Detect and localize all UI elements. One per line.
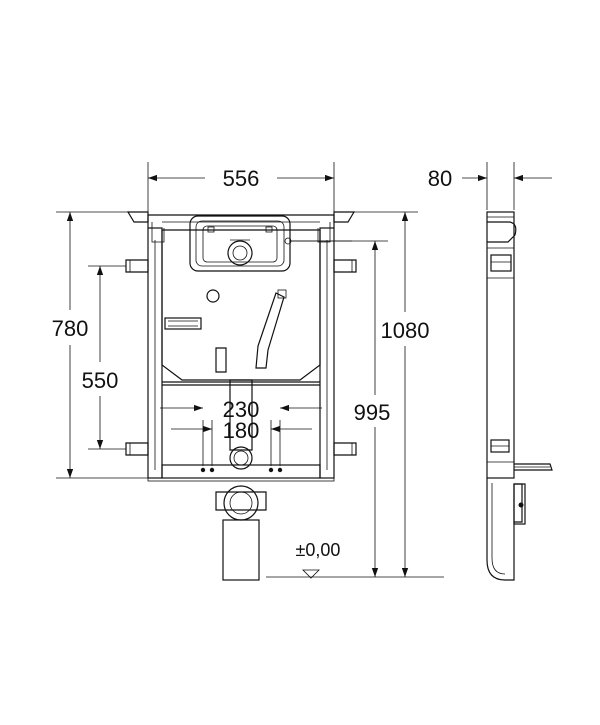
float-rod (255, 292, 285, 369)
dim-frame-height-label: 780 (52, 316, 89, 341)
dim-spacing-outer-label: 230 (223, 397, 260, 422)
dim-total-height-label: 1080 (381, 318, 430, 343)
flush-pipe (229, 379, 253, 451)
water-inlet (206, 289, 220, 303)
right-low-bracket (333, 442, 357, 456)
cistern-body (161, 229, 321, 381)
right-top-bracket (333, 211, 356, 223)
side-body (486, 211, 515, 479)
front-view (125, 211, 357, 581)
flush-plate-opening (189, 215, 291, 272)
left-top-bracket (126, 211, 149, 223)
front-dimensions: 556 780 550 1080 995 230 180 (52, 162, 444, 579)
side-view: 80 (428, 162, 553, 581)
dim-outlet-height-label: 995 (354, 400, 391, 425)
left-mid-bracket (125, 259, 149, 273)
side-cistern-top (487, 221, 517, 243)
right-mid-bracket (333, 259, 357, 273)
floor-level-label: ±0,00 (296, 540, 341, 560)
left-low-bracket (125, 442, 149, 456)
dim-spacing-inner-label: 180 (223, 418, 260, 443)
overflow-pipe (215, 347, 227, 373)
side-inspection-window (490, 254, 512, 272)
side-stud-rod (514, 463, 553, 471)
dim-depth-label: 80 (428, 166, 452, 191)
bottom-crossbar (161, 464, 321, 479)
stud-holes (200, 467, 283, 473)
floor-level-triangle (302, 569, 320, 579)
drain-collar (215, 491, 267, 511)
flush-outlet (229, 446, 253, 470)
dim-width-label: 556 (223, 166, 260, 191)
drain-pipe (222, 519, 260, 581)
flush-valve (227, 240, 253, 266)
side-drain-collar (513, 483, 526, 525)
dim-inner-height-label: 550 (82, 368, 119, 393)
label-plate (164, 317, 202, 330)
drain-pipe-end (223, 485, 259, 521)
